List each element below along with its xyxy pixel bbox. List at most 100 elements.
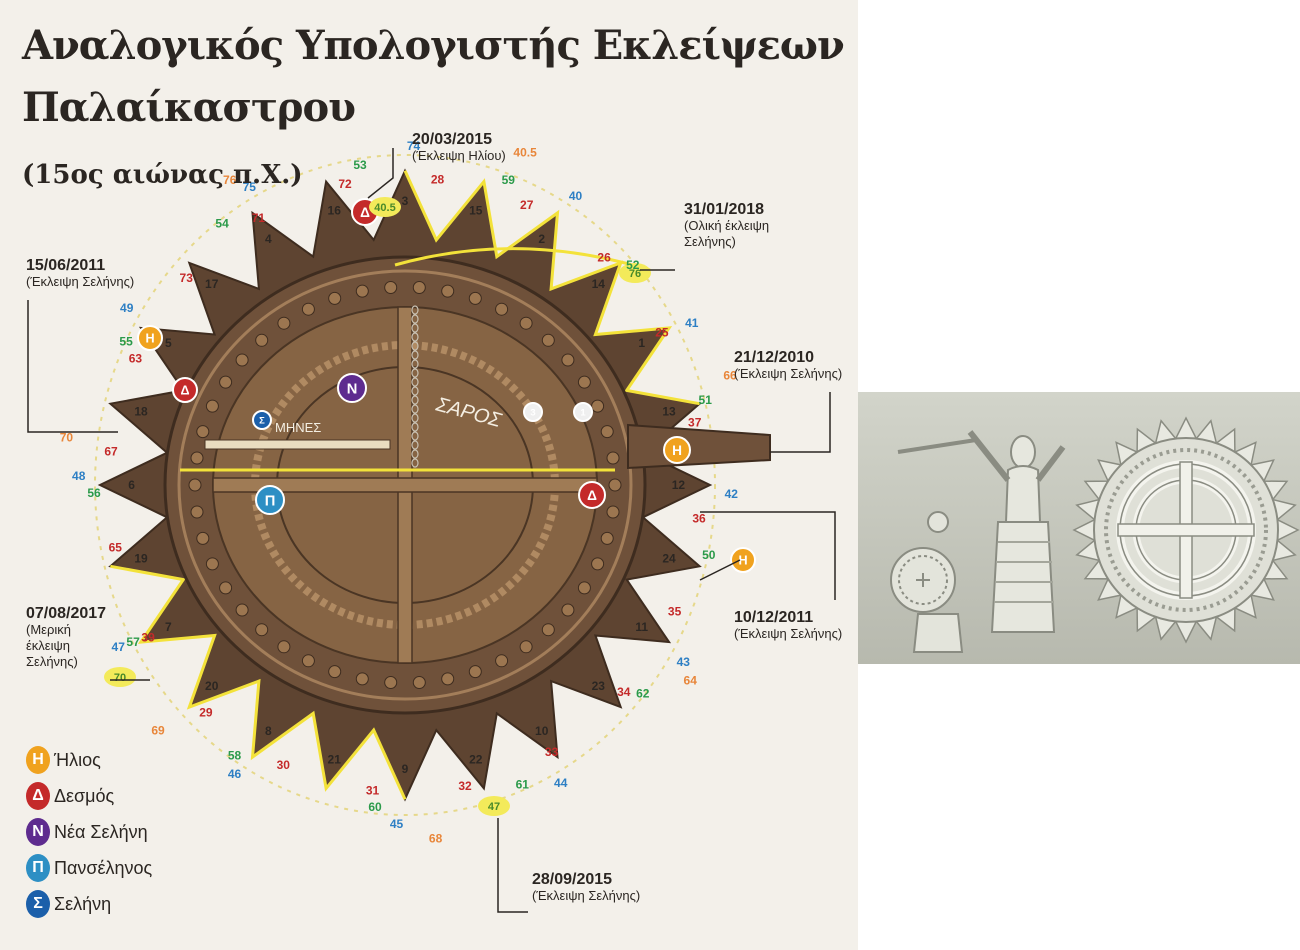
leader-line bbox=[699, 559, 741, 581]
bead bbox=[561, 353, 575, 367]
ring-number-red: 65 bbox=[109, 540, 123, 554]
ring-number-red: 30 bbox=[277, 758, 291, 772]
bead bbox=[219, 375, 233, 389]
chain-link bbox=[411, 377, 419, 387]
ring-number-black: 7 bbox=[165, 620, 172, 634]
ring-number-blue: 47 bbox=[112, 640, 126, 654]
chain-link bbox=[411, 458, 419, 468]
leader-line bbox=[497, 818, 528, 913]
ring-number-blue: 48 bbox=[72, 469, 86, 483]
sun-wheel bbox=[1072, 416, 1300, 644]
ring-number-black: 14 bbox=[592, 277, 606, 291]
chain-link bbox=[411, 323, 419, 333]
value-tag-bg bbox=[478, 796, 510, 816]
ring-number-black: 4 bbox=[265, 232, 272, 246]
annotation-date: 31/01/2018 bbox=[684, 201, 765, 218]
chain-link bbox=[411, 332, 419, 342]
node-marker-left-disc bbox=[172, 377, 198, 403]
ring-number-red: 37 bbox=[688, 416, 702, 430]
chain-link bbox=[411, 305, 419, 315]
ring-number-red: 29 bbox=[199, 705, 213, 719]
pointer-1: 1 bbox=[573, 402, 593, 422]
ring-number-red: 34 bbox=[617, 685, 631, 699]
sun-marker-left-disc bbox=[137, 325, 163, 351]
pointer-3: 3 bbox=[523, 402, 543, 422]
chain-link bbox=[411, 422, 419, 432]
bead bbox=[519, 640, 533, 654]
chain-link bbox=[411, 368, 419, 378]
chain-link bbox=[411, 350, 419, 360]
full-moon-marker-icon: Π bbox=[26, 854, 50, 882]
legend-label: Ήλιος bbox=[54, 749, 101, 770]
sun-marker-handle: Η bbox=[663, 436, 691, 464]
ring-number-black: 18 bbox=[134, 405, 148, 419]
disk-rim bbox=[177, 269, 633, 701]
ring-number-red: 71 bbox=[252, 211, 266, 225]
bead bbox=[205, 399, 219, 413]
node-marker-right-disc bbox=[578, 481, 606, 509]
leader-line bbox=[700, 511, 836, 600]
ring-number-orange: 64 bbox=[684, 674, 698, 688]
chain-link bbox=[411, 431, 419, 441]
annotation-lunar-2011-june: 15/06/2011 (Έκλειψη Σελήνης) bbox=[26, 258, 146, 290]
moon-marker-months-letter: Σ bbox=[259, 415, 265, 426]
annotation-date: 21/12/2010 bbox=[734, 349, 815, 366]
legend-item-new-moon: Ν Νέα Σελήνη bbox=[26, 814, 152, 850]
bead bbox=[355, 284, 369, 298]
months-bar bbox=[204, 439, 391, 450]
ring-number-black: 6 bbox=[128, 478, 135, 492]
legend-label: Δεσμός bbox=[54, 785, 115, 806]
ring-number-blue: 40 bbox=[569, 189, 583, 203]
ring-number-orange: 68 bbox=[429, 832, 443, 846]
highlight-rays-top bbox=[403, 170, 700, 406]
new-moon-marker-icon: Ν bbox=[26, 818, 50, 846]
annotation-desc: (Έκλειψη Ηλίου) bbox=[412, 148, 506, 163]
node-marker-icon: Δ bbox=[26, 782, 50, 810]
ring-number-orange: 40.5 bbox=[513, 146, 537, 160]
ring-number-black: 22 bbox=[469, 752, 483, 766]
bead bbox=[255, 333, 269, 347]
bead bbox=[600, 425, 614, 439]
value-tag-text: 40.5 bbox=[374, 202, 395, 214]
ring-number-red: 25 bbox=[655, 326, 669, 340]
ring-number-green: 54 bbox=[215, 216, 229, 230]
new-moon-marker-letter: Ν bbox=[347, 381, 358, 397]
subtitle: (15ος αιώνας π.Χ.) bbox=[22, 160, 303, 190]
ring-number-blue: 74 bbox=[407, 139, 421, 153]
annotation-date: 20/03/2015 bbox=[412, 131, 493, 148]
new-moon-marker: Ν bbox=[337, 373, 367, 403]
bead bbox=[277, 316, 291, 330]
annotation-desc: (Έκλειψη Σελήνης) bbox=[734, 366, 843, 381]
leader-line bbox=[770, 392, 831, 453]
legend-item-sun: Η Ήλιος bbox=[26, 742, 152, 778]
ring-number-green: 51 bbox=[699, 393, 713, 407]
moon-marker-months: Σ bbox=[252, 410, 272, 430]
pointer-1-disc bbox=[573, 402, 593, 422]
bead bbox=[255, 623, 269, 637]
disk-handle bbox=[627, 423, 771, 470]
annotation-date: 28/09/2015 bbox=[532, 871, 613, 888]
value-tag-bg bbox=[619, 263, 651, 283]
legend-label: Πανσέληνος bbox=[54, 857, 153, 878]
ring-number-black: 16 bbox=[328, 204, 342, 218]
ring-number-red: 32 bbox=[458, 779, 472, 793]
months-label: ΜΗΝΕΣ bbox=[275, 420, 321, 435]
bead bbox=[441, 284, 455, 298]
ring-number-black: 9 bbox=[402, 762, 409, 776]
ring-number-green: 53 bbox=[353, 158, 367, 172]
ring-number-orange: 69 bbox=[151, 723, 165, 737]
bead bbox=[591, 399, 605, 413]
ring-number-red: 36 bbox=[692, 512, 706, 526]
bead bbox=[600, 531, 614, 545]
bead bbox=[495, 654, 509, 668]
ring-number-red: 67 bbox=[104, 444, 118, 458]
ring-number-black: 10 bbox=[535, 724, 549, 738]
sun-marker-left: Η bbox=[137, 325, 163, 351]
bead bbox=[577, 581, 591, 595]
sun-marker-left-letter: Η bbox=[145, 332, 154, 346]
bead bbox=[591, 557, 605, 571]
chain-link bbox=[411, 314, 419, 324]
bead-ring bbox=[188, 281, 622, 689]
bead bbox=[412, 676, 426, 689]
chain-link bbox=[411, 404, 419, 414]
